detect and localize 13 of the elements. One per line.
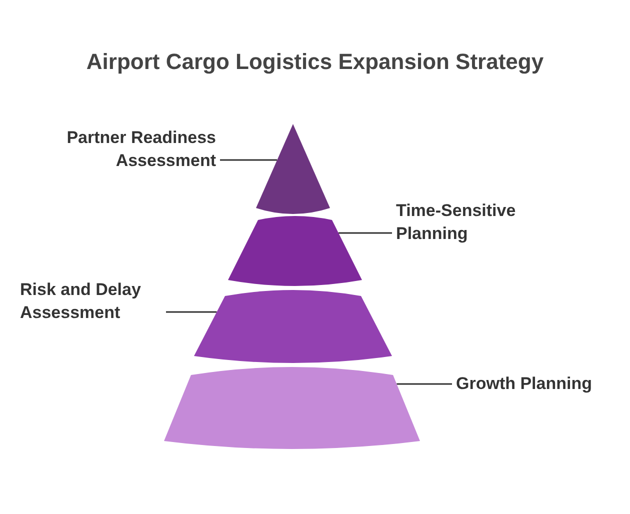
layer-label: Risk and Delay Assessment (20, 278, 162, 324)
pyramid-layer (228, 216, 362, 286)
pyramid-layer (194, 290, 392, 363)
leader-line (396, 383, 452, 385)
leader-line (338, 232, 392, 234)
layer-label: Partner Readiness Assessment (30, 126, 216, 172)
pyramid-layer (164, 367, 420, 449)
leader-line (220, 159, 278, 161)
layer-label: Growth Planning (456, 372, 616, 395)
pyramid-apex-layer (256, 124, 330, 214)
layer-label: Time-Sensitive Planning (396, 199, 566, 245)
leader-line (166, 311, 217, 313)
diagram-title: Airport Cargo Logistics Expansion Strategy (85, 48, 545, 76)
